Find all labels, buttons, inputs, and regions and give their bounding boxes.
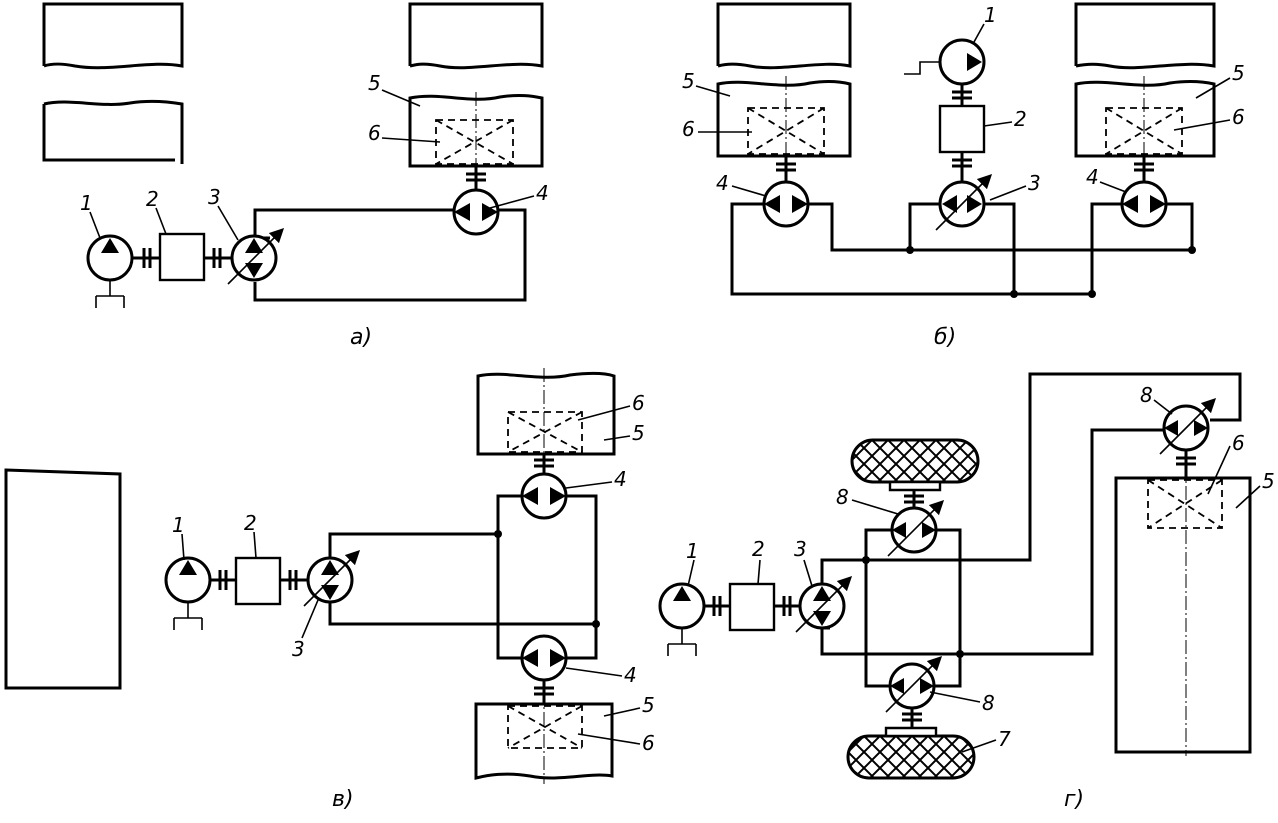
label-4: 4 [1086,165,1099,189]
hydraulic-motor-4 [1120,180,1168,228]
wheel-7 [846,734,976,780]
hydraulic-pump-1 [164,556,212,630]
hydraulic-line [984,202,1016,294]
label-6: 6 [682,117,695,141]
frame-5 [716,79,852,158]
caption-v: в) [332,787,354,812]
label-4: 4 [624,663,637,687]
frame-5 [408,93,544,168]
variable-motor-8 [885,655,943,713]
label-7: 7 [998,727,1011,751]
label-5: 5 [632,421,645,445]
variable-pump-3 [227,227,285,285]
panel-a: 1 2 3 4 5 6 а) [42,2,549,350]
label-3: 3 [292,637,305,661]
frame-5 [476,371,616,456]
panel-b: 1 2 3 4 4 5 6 5 6 б) [682,2,1245,350]
label-6: 6 [1232,105,1245,129]
hydraulic-motor-4 [520,634,568,682]
hydraulic-line [253,208,527,302]
machine-body-fragment [1074,2,1216,70]
hydraulic-pump-1 [658,582,706,656]
gearbox-2 [728,582,776,632]
machine-body-fragment [42,99,184,164]
variable-pump-3 [795,575,853,633]
hydraulic-line [253,208,454,240]
caption-g: г) [1064,787,1084,812]
hydraulic-line [328,532,498,562]
panel-g: 1 2 3 8 8 8 7 6 5 г) [658,372,1275,812]
label-3: 3 [1028,171,1041,195]
hydraulic-line [730,202,1122,296]
hydraulic-line [908,202,940,250]
machine-body-fragment [408,2,544,70]
label-6: 6 [368,121,381,145]
label-5: 5 [368,71,381,95]
label-5: 5 [1262,469,1275,493]
machine-body-fragment [4,468,122,690]
label-5: 5 [1232,61,1245,85]
label-6: 6 [1232,431,1245,455]
label-4: 4 [614,467,627,491]
hydraulic-motor-4 [520,472,568,520]
label-4: 4 [536,181,549,205]
variable-motor-8 [887,499,945,557]
frame-5 [1114,476,1252,754]
label-1: 1 [686,539,699,563]
label-3: 3 [794,537,807,561]
hydraulic-line [496,494,522,660]
variable-pump-3 [935,173,993,231]
label-5: 5 [642,693,655,717]
label-2: 2 [1014,107,1027,131]
hydraulic-motor-4 [452,188,500,236]
reducer-6 [1105,107,1183,155]
machine-body-fragment [42,2,184,70]
label-6: 6 [632,391,645,415]
gearbox-2 [938,104,986,154]
caption-b: б) [934,325,956,350]
label-8: 8 [1140,383,1153,407]
reducer-6 [507,411,583,453]
hydraulic-line [864,528,892,688]
reducer-6 [747,107,825,155]
frame-5 [1074,79,1216,158]
label-1: 1 [80,191,93,215]
hydraulic-line [566,494,598,660]
label-2: 2 [146,187,159,211]
label-3: 3 [208,185,221,209]
reducer-6 [1147,479,1223,529]
variable-motor-8 [1159,397,1217,455]
label-5: 5 [682,69,695,93]
hydraulic-line [328,598,596,626]
label-8: 8 [836,485,849,509]
caption-a: а) [350,325,372,350]
hydraulic-motor-4 [762,180,810,228]
label-8: 8 [982,691,995,715]
hydraulic-line [820,372,1242,588]
hydraulic-line [808,202,1194,252]
panel-v: 1 2 3 4 4 6 5 5 6 в) [4,368,655,812]
reducer-6 [507,705,583,749]
label-2: 2 [752,537,765,561]
wheel [850,438,980,484]
hydraulic-pump-1 [86,234,134,308]
gearbox-2 [158,232,206,282]
variable-pump-3 [303,549,361,607]
label-2: 2 [244,511,257,535]
frame-5 [474,702,614,780]
hydraulic-pump-1 [904,38,986,86]
hydraulic-line [934,528,962,688]
label-6: 6 [642,731,655,755]
label-1: 1 [172,513,185,537]
label-4: 4 [716,171,729,195]
machine-body-fragment [716,2,852,70]
label-1: 1 [984,3,997,27]
gearbox-2 [234,556,282,606]
